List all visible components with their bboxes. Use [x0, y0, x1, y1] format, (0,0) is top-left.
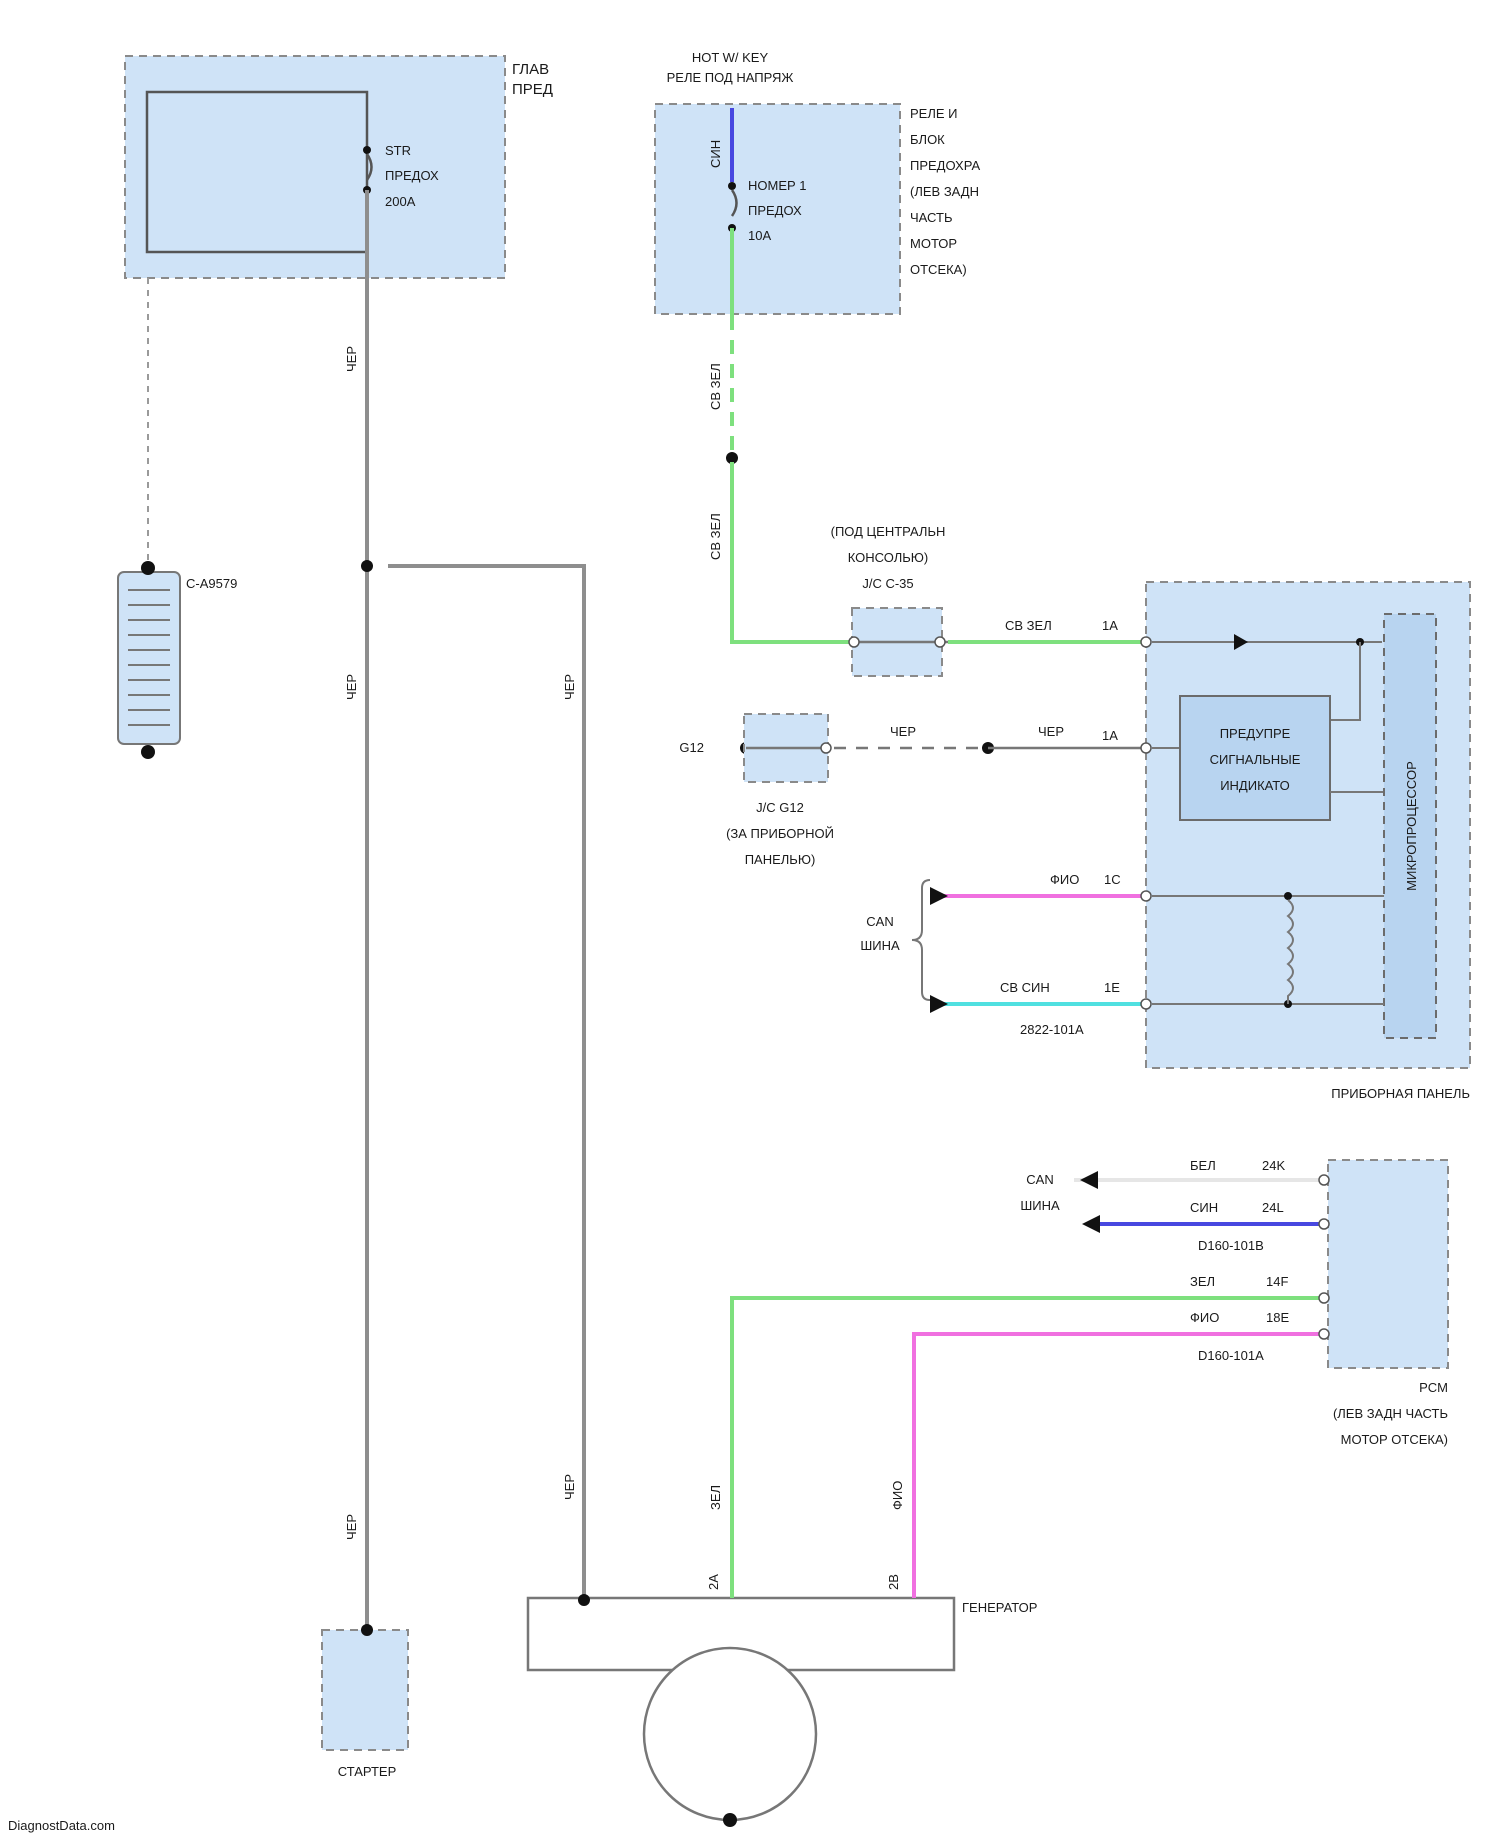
main-fuse-box-label-2: ПРЕД [512, 81, 553, 98]
wire-black-3: ЧЕР [562, 674, 577, 700]
wire-pcm-blue-pin: 24L [1262, 1200, 1284, 1215]
relay-box-line-1: РЕЛЕ И [910, 106, 958, 121]
relay-box-line-3: ПРЕДОХРА [910, 158, 980, 173]
relay-box-line-4: (ЛЕВ ЗАДН [910, 184, 979, 199]
alternator-label: ГЕНЕРАТОР [962, 1600, 1037, 1615]
wire-green-1: СВ ЗЕЛ [708, 363, 723, 410]
wire-black-ground-1: ЧЕР [890, 724, 916, 739]
wire-black-ground-2: ЧЕР [1038, 724, 1064, 739]
hot-label-2: РЕЛЕ ПОД НАПРЯЖ [667, 70, 794, 85]
wire-pcm-magenta-pin: 18E [1266, 1310, 1289, 1325]
relay-box-line-7: ОТСЕКА) [910, 262, 967, 277]
watermark: DiagnostData.com [8, 1818, 115, 1833]
wire-pcm-blue: СИН [1190, 1200, 1218, 1215]
pcm-connector-a: D160-101A [1198, 1348, 1264, 1363]
can-upper-line-1: CAN [866, 914, 893, 929]
connector-g12-line-2: (ЗА ПРИБОРНОЙ [726, 826, 834, 841]
connector-c35-line-1: (ПОД ЦЕНТРАЛЬН [831, 524, 946, 539]
wire-magenta-can: ФИО [1050, 872, 1079, 887]
connector-g12-line-3: ПАНЕЛЬЮ) [745, 852, 816, 867]
wire-pcm-white: БЕЛ [1190, 1158, 1216, 1173]
battery-label: C-A9579 [186, 576, 237, 591]
hot-label-1: HOT W/ KEY [692, 50, 769, 65]
pcm-connector-b: D160-101B [1198, 1238, 1264, 1253]
wire-black-2: ЧЕР [344, 674, 359, 700]
connector-g12-line-1: J/C G12 [756, 800, 804, 815]
str-fuse-type: ПРЕДОХ [385, 168, 439, 183]
main-fuse-box-label-1: ГЛАВ [512, 61, 549, 78]
wire-alt-green: ЗЕЛ [708, 1485, 723, 1510]
warning-line-3: ИНДИКАТО [1220, 778, 1290, 793]
connector-c35-line-2: КОНСОЛЬЮ) [848, 550, 929, 565]
alternator-pin-1: 2A [706, 1574, 721, 1590]
main-fuse-box: ГЛАВ ПРЕД [125, 56, 553, 278]
instrument-panel-label: ПРИБОРНАЯ ПАНЕЛЬ [1331, 1086, 1470, 1101]
wire-green-2: СВ ЗЕЛ [708, 513, 723, 560]
starter-label: СТАРТЕР [338, 1764, 397, 1779]
alternator-pin-2: 2B [886, 1574, 901, 1590]
ground-g12-label: G12 [679, 740, 704, 755]
warning-line-1: ПРЕДУПРЕ [1220, 726, 1291, 741]
cluster-connector: 2822-101A [1020, 1022, 1084, 1037]
wire-blue-top: СИН [708, 140, 723, 168]
main-power-wires: ЧЕР ЧЕР ЧЕР ЧЕР ЧЕР [344, 190, 584, 1630]
microprocessor-label: МИКРОПРОЦЕССОР [1404, 761, 1419, 891]
wire-pcm-magenta: ФИО [1190, 1310, 1219, 1325]
wire-pcm-green: ЗЕЛ [1190, 1274, 1215, 1289]
relay-fuse-box: HOT W/ KEY РЕЛЕ ПОД НАПРЯЖ СИН НОМЕР 1 П… [655, 50, 980, 314]
ground-g12: G12 J/C G12 (ЗА ПРИБОРНОЙ ПАНЕЛЬЮ) ЧЕР Ч… [679, 714, 1142, 867]
wire-green-pin: 1A [1102, 618, 1118, 633]
wire-pcm-white-pin: 24K [1262, 1158, 1285, 1173]
wire-black-1: ЧЕР [344, 346, 359, 372]
fuse2-type: ПРЕДОХ [748, 203, 802, 218]
pcm-line-1: (ЛЕВ ЗАДН ЧАСТЬ [1333, 1406, 1448, 1421]
str-fuse-rating: 200A [385, 194, 416, 209]
wire-alt-magenta: ФИО [890, 1481, 905, 1510]
connector-c35-line-3: J/C C-35 [862, 576, 913, 591]
wire-cyan-can: СВ СИН [1000, 980, 1050, 995]
connector-c35: (ПОД ЦЕНТРАЛЬН КОНСОЛЬЮ) J/C C-35 [831, 524, 948, 676]
wire-pcm-green-pin: 14F [1266, 1274, 1288, 1289]
can-upper-line-2: ШИНА [860, 938, 900, 953]
battery: C-A9579 [118, 561, 237, 759]
starter: СТАРТЕР [322, 1624, 408, 1779]
fuse2-name: НОМЕР 1 [748, 178, 807, 193]
instrument-panel: ПРЕДУПРЕ СИГНАЛЬНЫЕ ИНДИКАТО МИКРОПРОЦЕС… [1141, 582, 1470, 1101]
can-lower-line-2: ШИНА [1020, 1198, 1060, 1213]
wire-black-pin: 1A [1102, 728, 1118, 743]
wire-black-5: ЧЕР [562, 1474, 577, 1500]
relay-box-line-2: БЛОК [910, 132, 945, 147]
relay-box-line-5: ЧАСТЬ [910, 210, 952, 225]
alternator: ГЕНЕРАТОР 2A 2B [528, 1574, 1037, 1827]
can-bus-upper: CAN ШИНА ФИО 1C СВ СИН 1E 2822-101A [860, 872, 1142, 1037]
str-fuse-name: STR [385, 143, 411, 158]
wire-cyan-pin: 1E [1104, 980, 1120, 995]
wire-green-h: СВ ЗЕЛ [1005, 618, 1052, 633]
can-lower-line-1: CAN [1026, 1172, 1053, 1187]
wire-magenta-pin: 1C [1104, 872, 1121, 887]
warning-line-2: СИГНАЛЬНЫЕ [1210, 752, 1301, 767]
pcm-name: PCM [1419, 1380, 1448, 1395]
fuse2-rating: 10A [748, 228, 771, 243]
pcm-line-2: МОТОР ОТСЕКА) [1341, 1432, 1448, 1447]
wire-black-4: ЧЕР [344, 1514, 359, 1540]
pcm-section: CAN ШИНА БЕЛ 24K СИН 24L D160-101B ЗЕЛ 1… [708, 1158, 1448, 1598]
relay-box-line-6: МОТОР [910, 236, 957, 251]
